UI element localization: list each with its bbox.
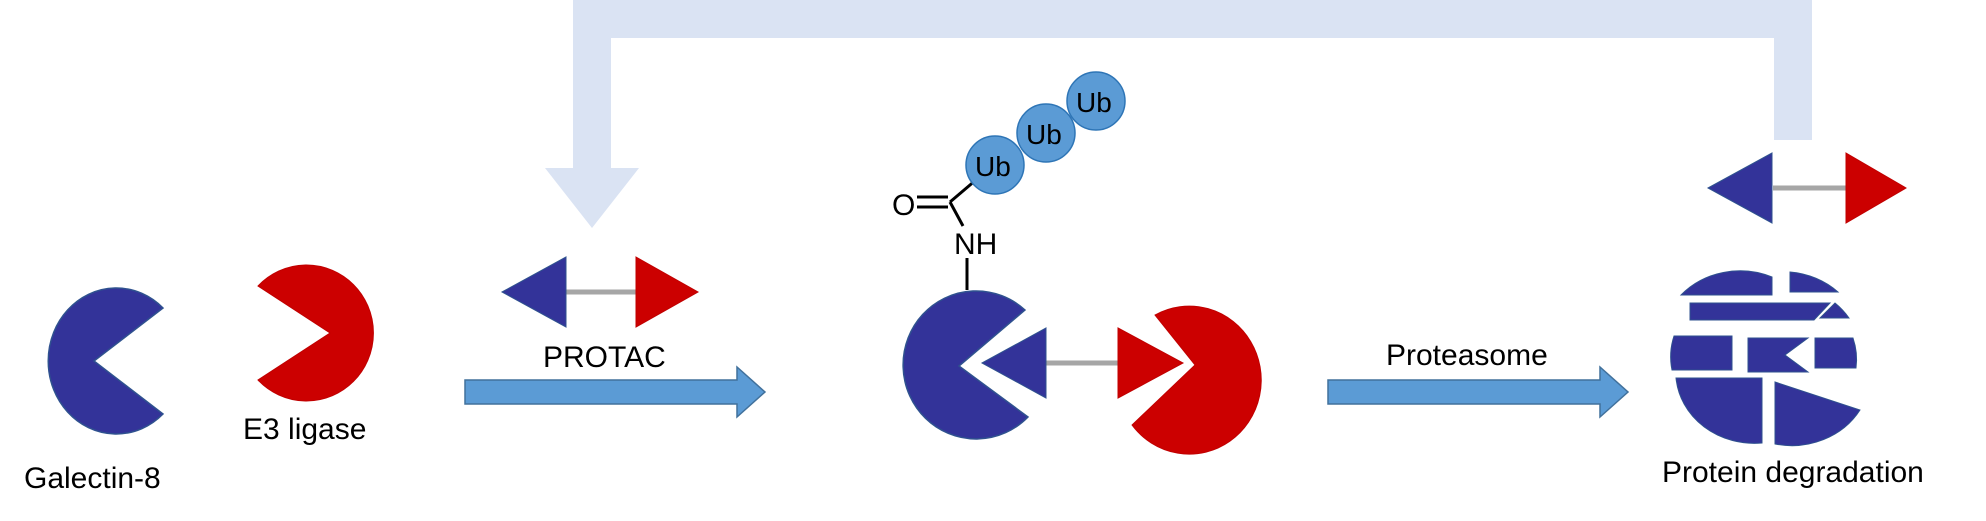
ubiquitin-2 bbox=[1016, 103, 1076, 163]
protac-molecule bbox=[500, 256, 700, 328]
ubiquitin-2-label: Ub bbox=[1026, 119, 1062, 150]
complex-protac-warhead bbox=[980, 327, 1047, 399]
galectin-8-label: Galectin-8 bbox=[24, 462, 161, 495]
carbonyl-oxygen-label: O bbox=[892, 189, 915, 222]
degraded-protein-fragments bbox=[1670, 270, 1861, 447]
reaction-arrow-1 bbox=[464, 365, 767, 419]
e3-ligase-label: E3 ligase bbox=[243, 413, 366, 446]
ternary-complex: O NH Ub Ub Ub bbox=[892, 71, 1262, 455]
ubiquitin-1-label: Ub bbox=[975, 151, 1011, 182]
ubiquitin-1 bbox=[965, 135, 1025, 195]
complex-protac-ligand bbox=[1117, 327, 1185, 399]
e3-ligase-shape bbox=[257, 264, 374, 402]
amide-nh-label: NH bbox=[954, 228, 997, 261]
reaction-arrow-2 bbox=[1327, 365, 1630, 419]
complex-e3-ligase bbox=[1131, 305, 1262, 455]
complex-galectin-8 bbox=[902, 290, 1030, 440]
protein-degradation-label: Protein degradation bbox=[1662, 456, 1924, 489]
released-protac bbox=[1706, 152, 1907, 224]
proteasome-label: Proteasome bbox=[1386, 339, 1548, 372]
protac-label: PROTAC bbox=[543, 341, 666, 374]
galectin-8-shape bbox=[47, 287, 165, 435]
ubiquitin-3-label: Ub bbox=[1076, 87, 1112, 118]
recycle-arrow bbox=[545, 0, 1812, 228]
ubiquitin-3 bbox=[1066, 71, 1126, 131]
